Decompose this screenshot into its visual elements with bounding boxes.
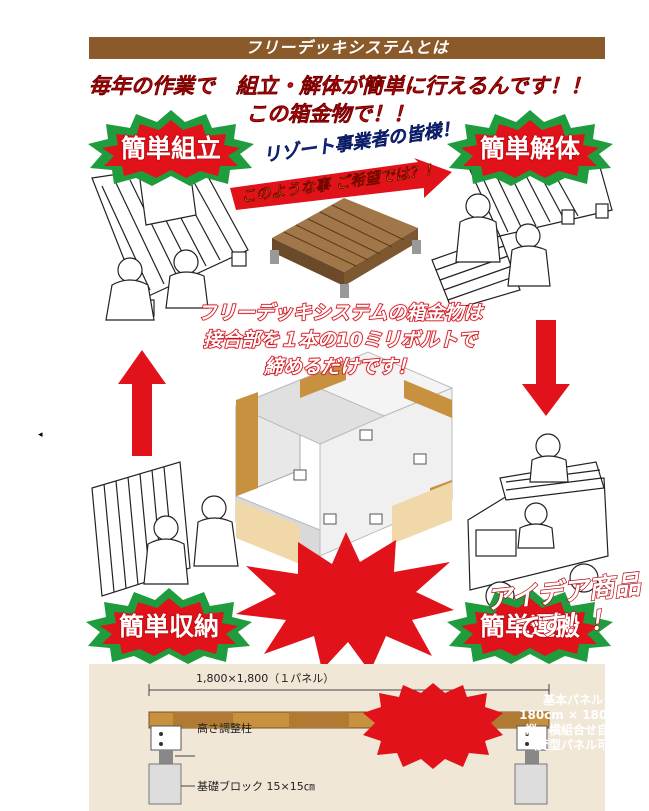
description-text: フリーデッキシステムの箱金物は 接合部を１本の10ミリボルトで 締めるだけです！	[160, 300, 520, 381]
arrow-up-left	[118, 350, 166, 456]
request-banner: このような事 ご希望では？！	[228, 158, 452, 210]
arrow-down-right	[522, 320, 570, 416]
starburst-icon	[447, 110, 613, 186]
foundation-block-label: 基礎ブロック 15×15㎝	[197, 780, 315, 793]
badge-easy-transport: 簡単運搬	[445, 586, 615, 664]
badge-label: 簡単解体	[479, 133, 581, 164]
description-line: フリーデッキシステムの箱金物は	[197, 301, 483, 325]
starburst-icon	[447, 588, 613, 664]
idea-product-burst: アイデア商品 です！！	[236, 532, 642, 672]
headline-primary: 毎年の作業で 組立・解体が簡単に行えるんです！！	[88, 74, 592, 98]
box-joint-illustration	[234, 351, 454, 564]
starburst-icon	[363, 683, 503, 769]
badge-label: 簡単運搬	[479, 611, 581, 642]
spec-badge-line: 基本パネル	[542, 693, 603, 707]
spec-badge-line: 縦・横組合せ自在	[524, 723, 621, 737]
description-line: 接合部を１本の10ミリボルトで	[202, 328, 477, 352]
starburst-icon	[88, 110, 254, 186]
badge-easy-assembly: 簡単組立	[86, 108, 256, 186]
starburst-icon	[236, 532, 454, 672]
dimension-label: 1,800×1,800（１パネル）	[196, 672, 335, 685]
spec-badge-line: 180cm × 180cm	[519, 708, 627, 722]
arrow-banner-icon	[230, 158, 452, 210]
badge-easy-storage: 簡単収納	[84, 586, 254, 664]
deck-photo	[270, 198, 421, 298]
marker-icon: ◂	[38, 430, 43, 440]
section-title: フリーデッキシステムとは	[89, 37, 605, 59]
badge-label: 簡単組立	[120, 133, 222, 164]
spec-badge: 基本パネル 180cm × 180cm 縦・横組合せ自在 （変型パネル可）	[363, 683, 627, 769]
storage-sketch	[91, 461, 239, 597]
headline-secondary: この箱金物で！！	[246, 102, 414, 126]
description-line: 締めるだけです！	[263, 355, 417, 379]
badge-easy-dismantle: 簡単解体	[445, 108, 615, 186]
spec-badge-line: （変型パネル可）	[524, 738, 621, 752]
badge-label: 簡単収納	[118, 611, 220, 642]
height-adjust-post-label: 高さ調整柱	[197, 722, 252, 735]
starburst-icon	[86, 588, 252, 664]
